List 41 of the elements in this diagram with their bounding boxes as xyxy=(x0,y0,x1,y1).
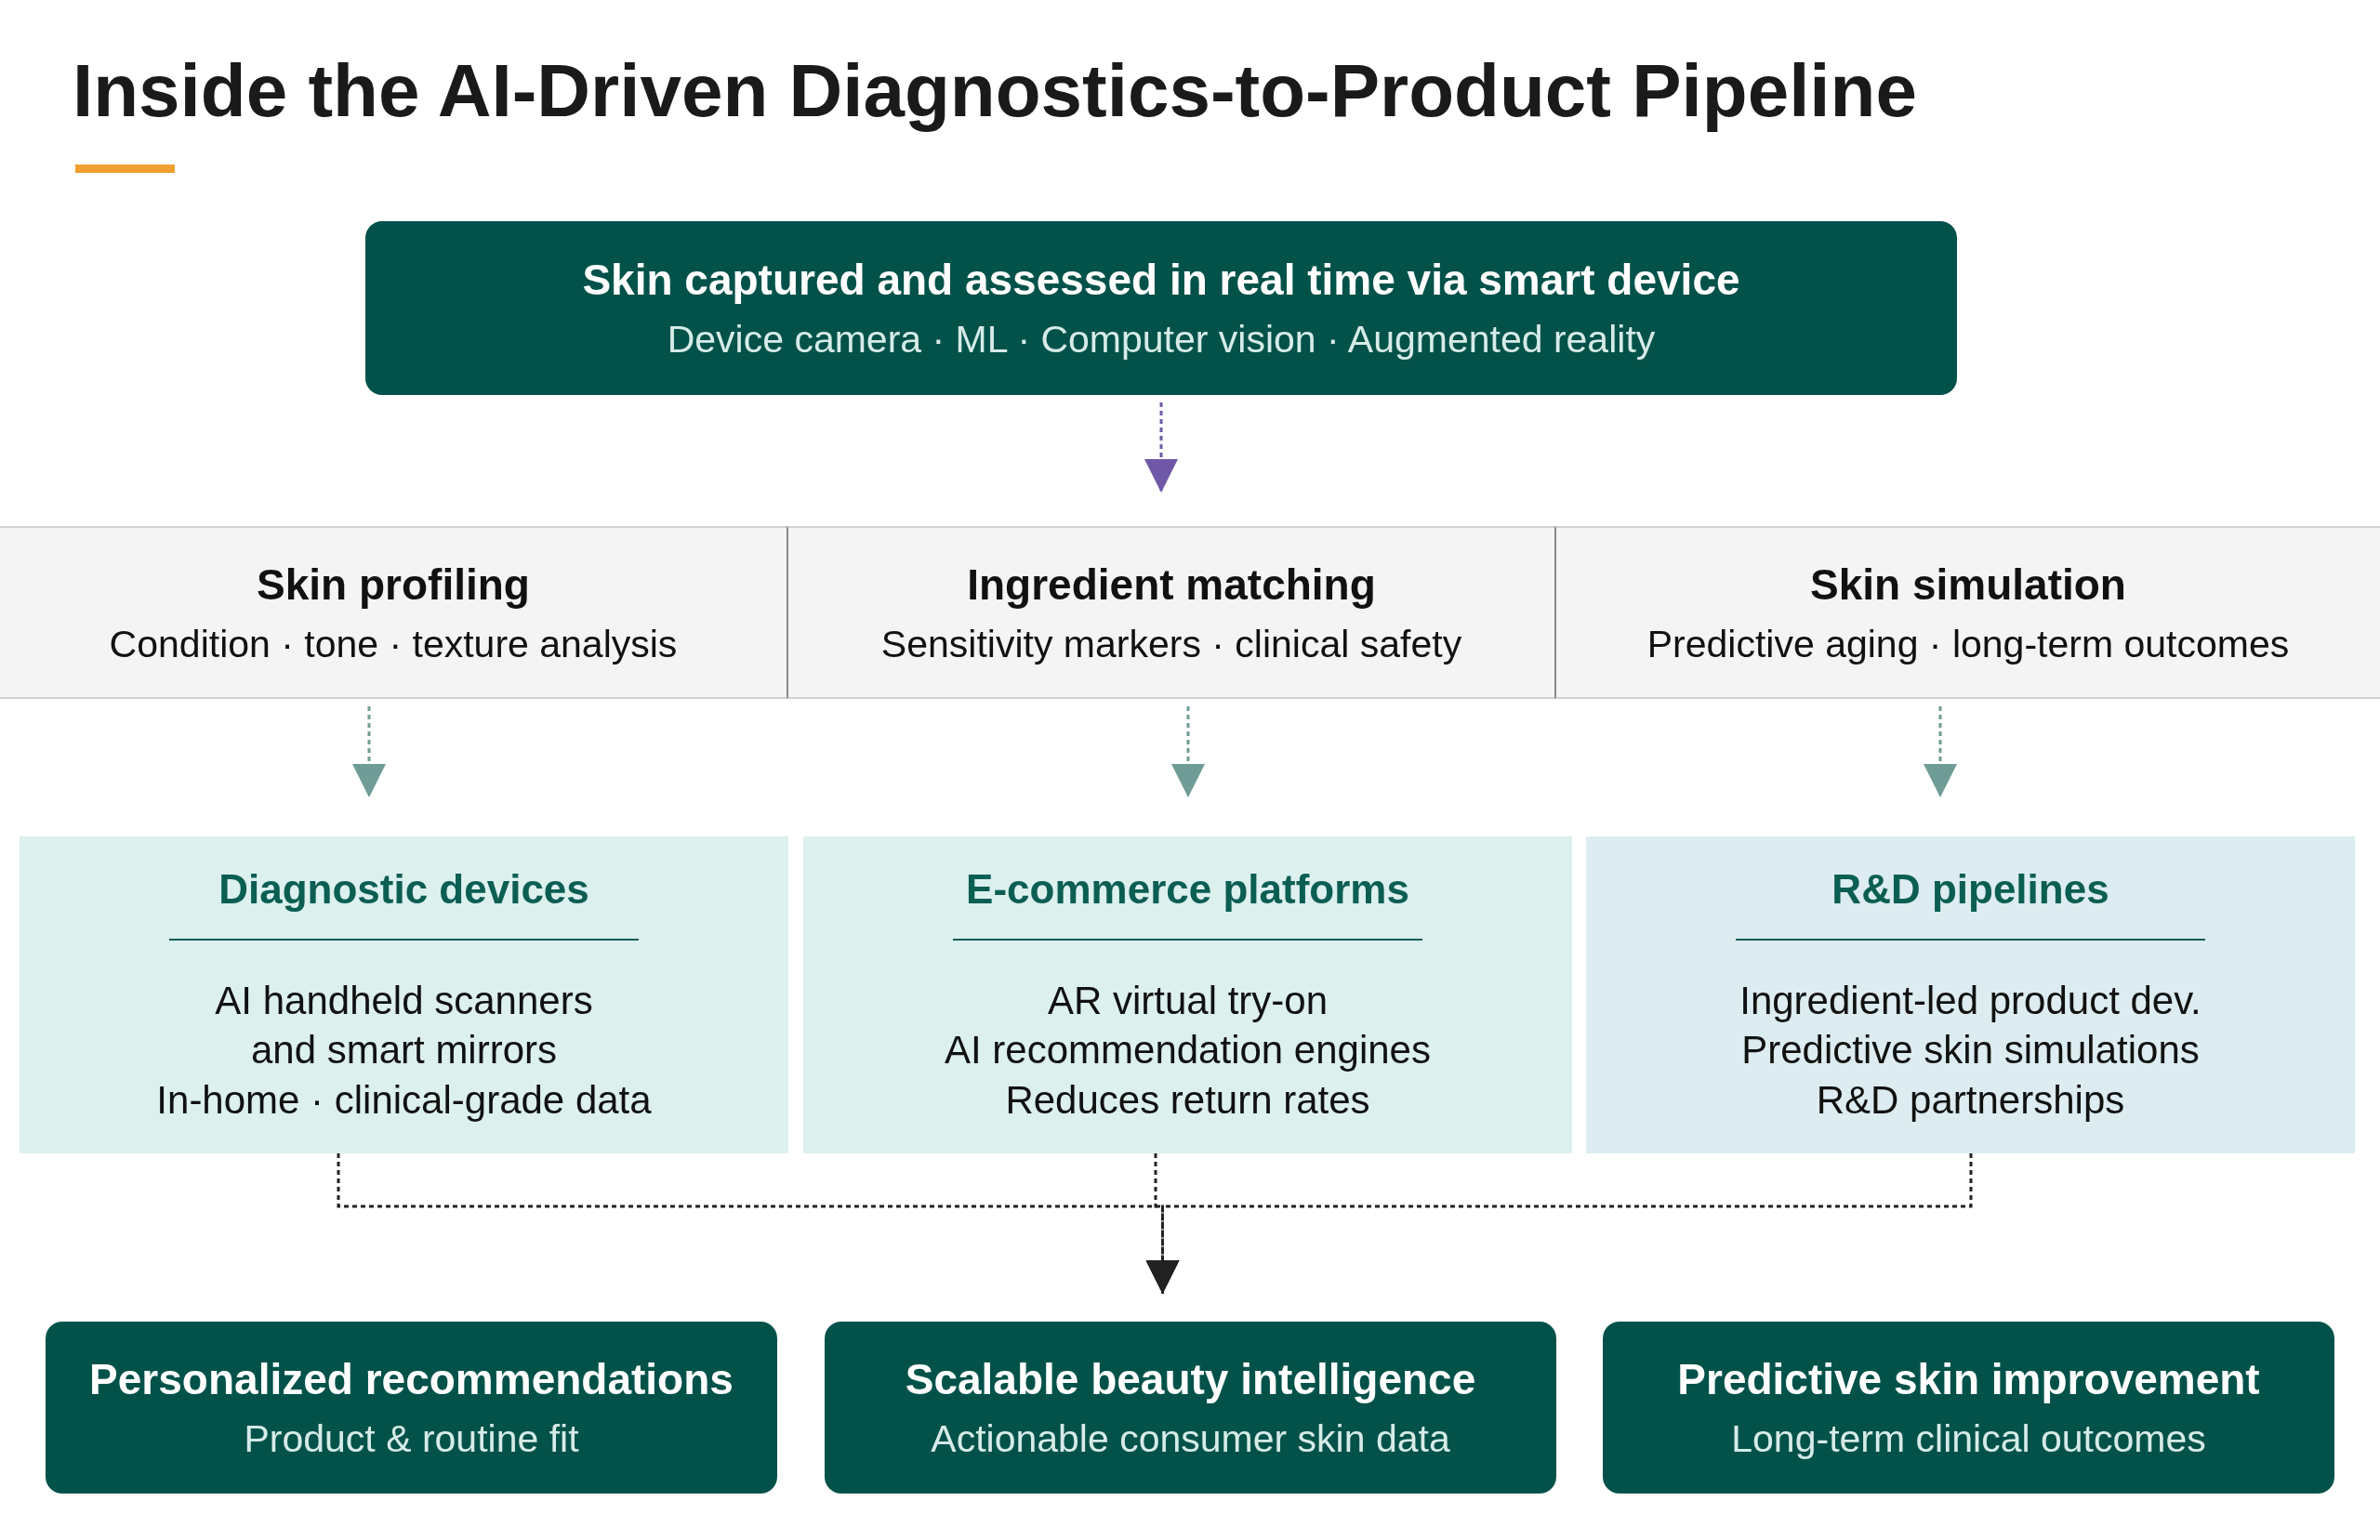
dashed-arrow xyxy=(352,706,386,797)
node-text: In-home · clinical-grade data xyxy=(156,1076,652,1124)
dashed-arrow xyxy=(1145,1153,1973,1294)
result-box xyxy=(1603,1322,2334,1494)
node-text: Reduces return rates xyxy=(1005,1076,1370,1124)
node-heading: Diagnostic devices xyxy=(218,866,589,913)
channel-card xyxy=(1586,836,2355,1153)
node-text: Predictive skin simulations xyxy=(1741,1027,2200,1074)
node-text: Predictive aging · long-term outcomes xyxy=(1646,622,2290,666)
dashed-arrow xyxy=(1171,706,1205,797)
node-text: Ingredient-led product dev. xyxy=(1739,978,2202,1024)
node-text: Long-term clinical outcomes xyxy=(1731,1417,2206,1461)
channel-card xyxy=(803,836,1572,1153)
node-heading: Skin profiling xyxy=(257,559,530,610)
node-text: AI handheld scanners and smart mirrors xyxy=(214,978,594,1074)
node-heading: Skin captured and assessed in real time via smart device xyxy=(582,255,1740,305)
node-heading: Scalable beauty intelligence xyxy=(905,1354,1476,1404)
dashed-arrow xyxy=(1144,402,1178,493)
node-heading: Personalized recommendations xyxy=(89,1354,734,1404)
node-heading: R&D pipelines xyxy=(1831,866,2109,913)
stage-band xyxy=(0,526,787,699)
diagram-title: Inside the AI-Driven Diagnostics-to-Product Pipeline xyxy=(73,48,1917,134)
stage-band xyxy=(787,526,1554,699)
node-text: Condition · tone · texture analysis xyxy=(109,622,678,666)
node-heading: Predictive skin improvement xyxy=(1677,1354,2260,1404)
node-text: Device camera · ML · Computer vision · Augmented reality xyxy=(667,318,1656,362)
channel-card xyxy=(20,836,788,1153)
stage-band xyxy=(1554,526,2380,699)
result-box xyxy=(825,1322,1556,1494)
node-text: AR virtual try-on xyxy=(1047,978,1329,1024)
node-text: Product & routine fit xyxy=(244,1417,579,1461)
result-box xyxy=(46,1322,777,1494)
dashed-arrow xyxy=(1924,706,1957,797)
node-text: AI recommendation engines xyxy=(945,1027,1431,1074)
node-text: Actionable consumer skin data xyxy=(931,1417,1450,1461)
node-heading: Ingredient matching xyxy=(967,559,1376,610)
node-heading: Skin simulation xyxy=(1810,559,2126,610)
node-heading: E-commerce platforms xyxy=(966,866,1409,913)
result-box xyxy=(365,221,1957,395)
node-text: Sensitivity markers · clinical safety xyxy=(880,622,1462,666)
node-text: R&D partnerships xyxy=(1816,1076,2125,1124)
